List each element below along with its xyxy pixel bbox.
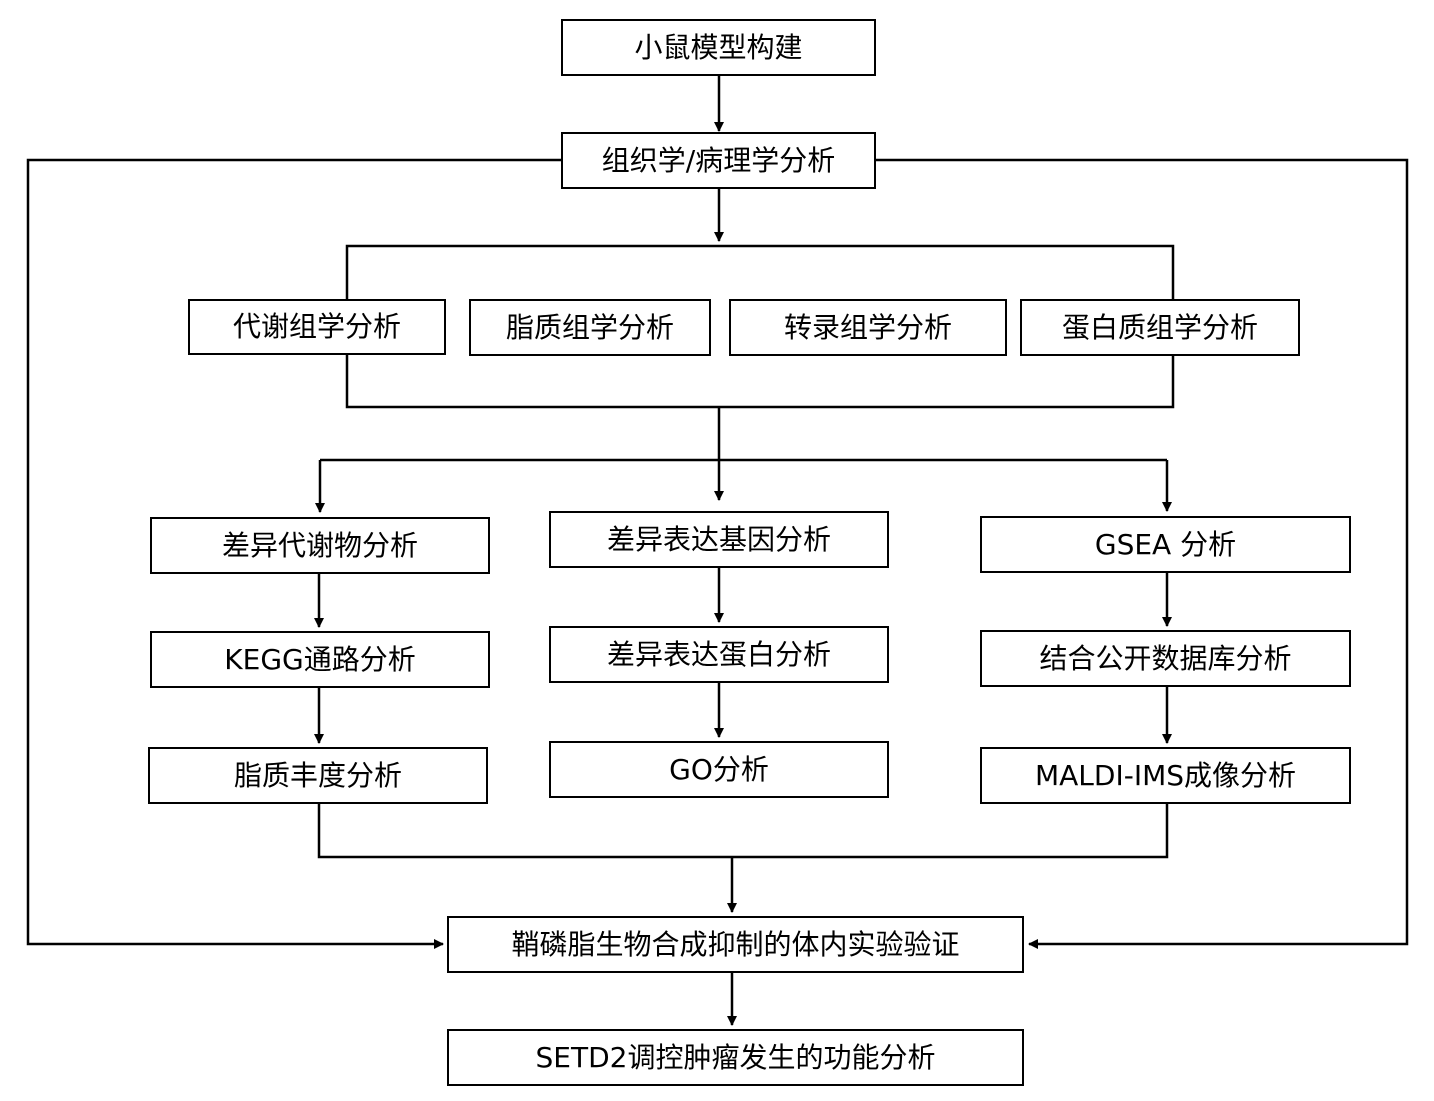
setd2-function-label: SETD2调控肿瘤发生的功能分析: [535, 1040, 936, 1074]
dep-label: 差异表达蛋白分析: [606, 637, 831, 671]
gsea-label: GSEA 分析: [1094, 527, 1237, 561]
lipid-abundance-label: 脂质丰度分析: [233, 758, 402, 792]
kegg-label: KEGG通路分析: [224, 642, 416, 676]
diff-metabolite-box: 差异代谢物分析: [150, 517, 490, 574]
metabolomics-box: 代谢组学分析: [188, 299, 446, 355]
omics-top-bracket: [345, 244, 1175, 299]
public-db-label: 结合公开数据库分析: [1039, 641, 1292, 675]
right-loop-arrow: [876, 158, 1409, 949]
dep-box: 差异表达蛋白分析: [549, 626, 889, 683]
diff-metabolite-label: 差异代谢物分析: [221, 528, 418, 562]
transcriptomics-label: 转录组学分析: [783, 310, 952, 344]
proteomics-label: 蛋白质组学分析: [1061, 310, 1258, 344]
mouse-model-label: 小鼠模型构建: [634, 30, 803, 64]
deg-box: 差异表达基因分析: [549, 511, 889, 568]
in-vivo-validation-box: 鞘磷脂生物合成抑制的体内实验验证: [447, 916, 1024, 973]
proteomics-box: 蛋白质组学分析: [1020, 299, 1300, 356]
kegg-box: KEGG通路分析: [150, 631, 490, 688]
histology-label: 组织学/病理学分析: [601, 143, 836, 177]
in-vivo-validation-label: 鞘磷脂生物合成抑制的体内实验验证: [511, 927, 960, 961]
histology-box: 组织学/病理学分析: [561, 132, 876, 189]
deg-label: 差异表达基因分析: [606, 522, 831, 556]
go-label: GO分析: [669, 752, 769, 786]
maldi-label: MALDI-IMS成像分析: [1034, 758, 1297, 792]
lipidomics-box: 脂质组学分析: [469, 299, 711, 356]
merge-bracket: [317, 804, 1169, 859]
left-loop-arrow: [26, 158, 561, 949]
transcriptomics-box: 转录组学分析: [729, 299, 1007, 356]
public-db-box: 结合公开数据库分析: [980, 630, 1351, 687]
metabolomics-label: 代谢组学分析: [232, 310, 401, 343]
go-box: GO分析: [549, 741, 889, 798]
maldi-box: MALDI-IMS成像分析: [980, 747, 1351, 804]
omics-bottom-bracket: [345, 355, 1175, 409]
mouse-model-box: 小鼠模型构建: [561, 19, 876, 76]
gsea-box: GSEA 分析: [980, 516, 1351, 573]
lipidomics-label: 脂质组学分析: [505, 310, 674, 344]
lipid-abundance-box: 脂质丰度分析: [148, 747, 488, 804]
setd2-function-box: SETD2调控肿瘤发生的功能分析: [447, 1029, 1024, 1086]
